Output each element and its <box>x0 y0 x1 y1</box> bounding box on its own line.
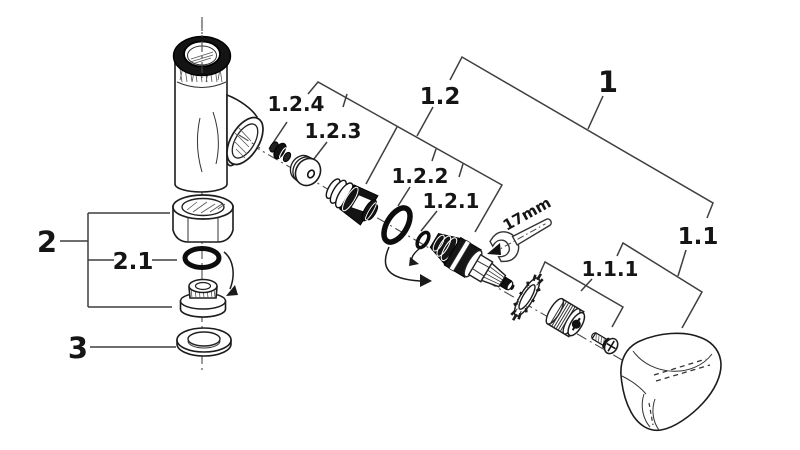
label-1: 1 <box>598 65 618 99</box>
callout-lines <box>60 55 714 348</box>
rotation-arrows <box>223 246 432 296</box>
label-1-1-1: 1.1.1 <box>582 257 639 281</box>
label-1-2-1: 1.2.1 <box>423 189 480 213</box>
plug-1-2-4 <box>269 141 292 163</box>
washer-3 <box>176 327 232 357</box>
label-1-2-3: 1.2.3 <box>305 119 362 143</box>
label-2-1: 2.1 <box>113 249 154 275</box>
o-ring-2-1 <box>182 246 222 270</box>
label-1-2-2: 1.2.2 <box>392 164 449 188</box>
knurled-cap <box>545 297 586 338</box>
callout-labels: 1 2 3 1.1 1.2 2.1 1.1.1 1.2.1 1.2.2 1.2.… <box>37 65 718 365</box>
handle-knob <box>620 332 722 432</box>
label-2: 2 <box>37 225 57 259</box>
valve-body <box>172 20 264 193</box>
toothed-lock-ring <box>510 273 544 321</box>
headwork-cartridge <box>429 233 515 291</box>
grooved-disc-1-2-3 <box>289 154 322 187</box>
union-nut <box>172 194 234 243</box>
label-1-2: 1.2 <box>420 84 461 110</box>
adapter-bushing <box>179 278 227 318</box>
label-1-2-4: 1.2.4 <box>268 92 325 116</box>
label-3: 3 <box>68 331 88 365</box>
wrench-direction-arrow <box>487 243 501 255</box>
washer-1-2-1 <box>415 230 431 250</box>
open-end-wrench-icon <box>487 218 552 263</box>
o-ring-1-2-2 <box>381 205 413 245</box>
gland-bushing <box>325 178 379 226</box>
label-1-1: 1.1 <box>678 224 719 250</box>
handle-screw <box>591 331 619 355</box>
